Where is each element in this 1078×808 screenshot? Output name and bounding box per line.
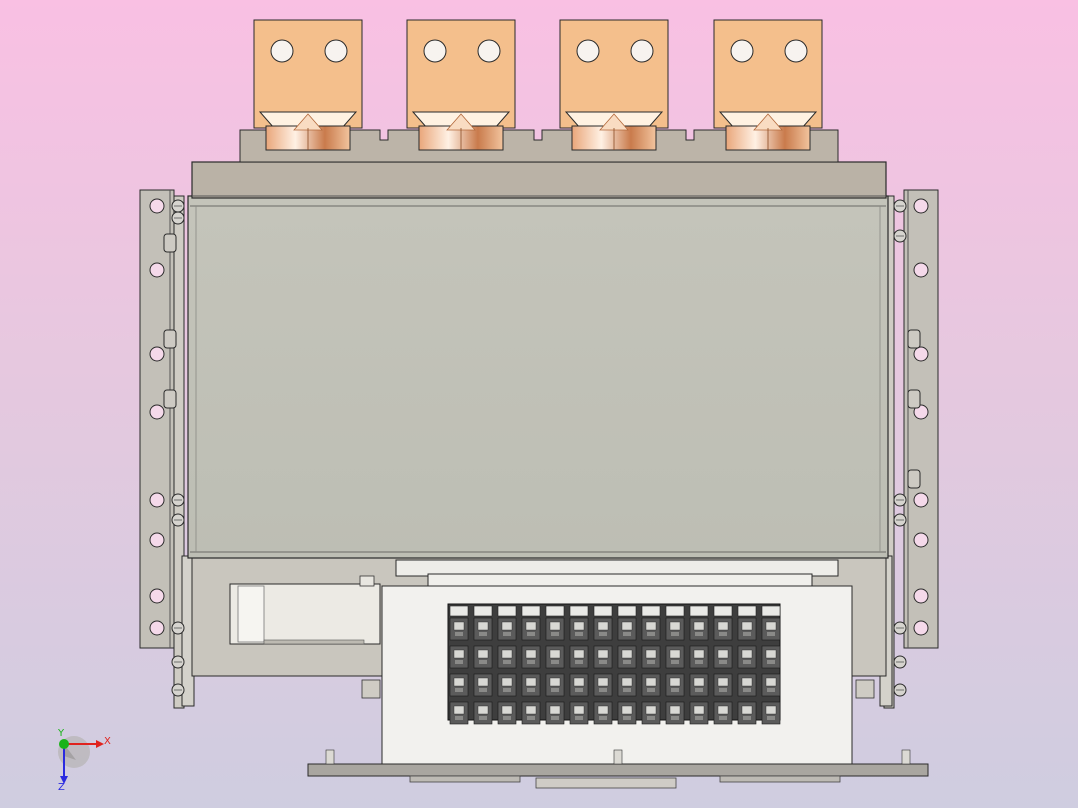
connector-column[interactable] bbox=[617, 605, 637, 725]
mounting-hole bbox=[913, 262, 929, 278]
mounting-hole bbox=[913, 588, 929, 604]
top-cap bbox=[191, 161, 887, 199]
mounting-hole bbox=[913, 404, 929, 420]
y-axis-label: Y bbox=[57, 728, 65, 739]
connector-column[interactable] bbox=[569, 605, 589, 725]
right-mounting-bracket bbox=[903, 189, 939, 649]
terminal-bolt-hole bbox=[784, 39, 808, 63]
connector-column[interactable] bbox=[545, 605, 565, 725]
terminal-bolt-hole bbox=[576, 39, 600, 63]
connector-column[interactable] bbox=[737, 605, 757, 725]
connector-column[interactable] bbox=[713, 605, 733, 725]
hex-nut bbox=[163, 233, 177, 253]
terminal-bolt-hole bbox=[270, 39, 294, 63]
mounting-hole bbox=[149, 404, 165, 420]
terminal-bolt-hole bbox=[730, 39, 754, 63]
hex-nut bbox=[907, 469, 921, 489]
x-axis-label: X bbox=[104, 736, 111, 747]
mounting-hole bbox=[149, 198, 165, 214]
terminal-bolt-hole bbox=[423, 39, 447, 63]
z-axis-label: Z bbox=[58, 782, 65, 793]
mounting-hole bbox=[913, 198, 929, 214]
connector-column[interactable] bbox=[761, 605, 781, 725]
hex-nut bbox=[907, 329, 921, 349]
main-housing[interactable] bbox=[187, 195, 889, 559]
coordinate-triad: X Y Z bbox=[57, 728, 111, 793]
auxiliary-connector-block[interactable] bbox=[447, 603, 781, 725]
connector-column[interactable] bbox=[641, 605, 661, 725]
connector-column[interactable] bbox=[473, 605, 493, 725]
connector-column[interactable] bbox=[593, 605, 613, 725]
copper-terminal[interactable] bbox=[406, 19, 516, 151]
mounting-hole bbox=[913, 620, 929, 636]
connector-column[interactable] bbox=[497, 605, 517, 725]
connector-column[interactable] bbox=[689, 605, 709, 725]
copper-terminals[interactable] bbox=[253, 19, 823, 151]
hex-nut bbox=[163, 389, 177, 409]
hex-nut bbox=[907, 389, 921, 409]
mounting-hole bbox=[149, 532, 165, 548]
mounting-hole bbox=[149, 588, 165, 604]
mounting-hole bbox=[913, 532, 929, 548]
hex-nut bbox=[163, 329, 177, 349]
mounting-hole bbox=[149, 492, 165, 508]
copper-terminal[interactable] bbox=[253, 19, 363, 151]
mounting-hole bbox=[149, 346, 165, 362]
mounting-hole bbox=[913, 346, 929, 362]
copper-terminal[interactable] bbox=[559, 19, 669, 151]
bottom-plate bbox=[307, 749, 929, 789]
left-mounting-bracket bbox=[139, 189, 175, 649]
mounting-hole bbox=[913, 492, 929, 508]
terminal-bolt-hole bbox=[630, 39, 654, 63]
terminal-bolt-hole bbox=[477, 39, 501, 63]
terminal-strip bbox=[239, 129, 839, 163]
copper-terminal[interactable] bbox=[713, 19, 823, 151]
connector-column[interactable] bbox=[449, 605, 469, 725]
terminal-bolt-hole bbox=[324, 39, 348, 63]
mounting-hole bbox=[149, 262, 165, 278]
connector-column[interactable] bbox=[521, 605, 541, 725]
connector-column[interactable] bbox=[665, 605, 685, 725]
mounting-hole bbox=[149, 620, 165, 636]
